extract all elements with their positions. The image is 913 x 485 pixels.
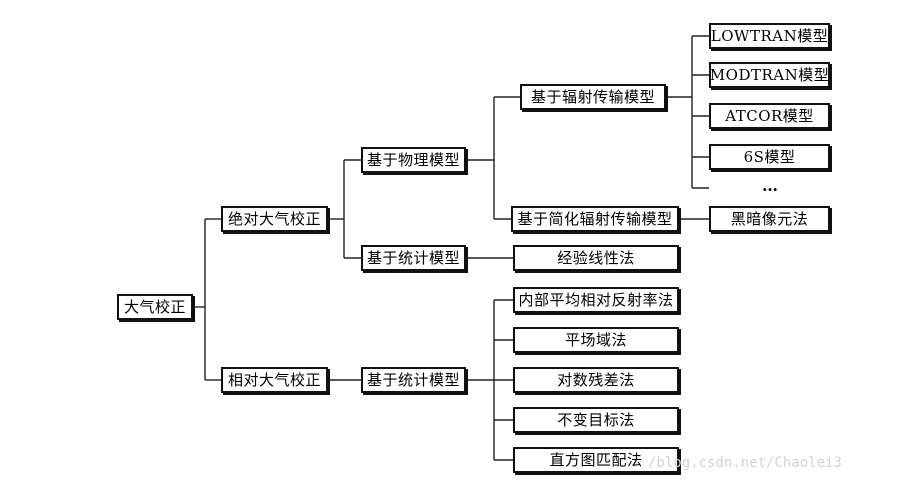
node-iarr: 内部平均相对反射率法: [513, 287, 679, 313]
node-6s: 6S模型: [709, 144, 830, 170]
node-radiative-transfer-model: 基于辐射传输模型: [520, 84, 666, 110]
node-modtran: MODTRAN模型: [709, 62, 830, 88]
node-rel-statistical-model: 基于统计模型: [361, 367, 466, 393]
node-dark-object: 黑暗像元法: [709, 206, 830, 232]
node-abs-statistical-model: 基于统计模型: [361, 245, 466, 271]
node-relative-correction: 相对大气校正: [221, 367, 328, 393]
node-empirical-line: 经验线性法: [513, 245, 679, 271]
node-lowtran: LOWTRAN模型: [709, 23, 830, 49]
node-atcor: ATCOR模型: [709, 103, 830, 129]
node-atmospheric-correction: 大气校正: [117, 294, 193, 320]
node-log-residual: 对数残差法: [513, 367, 679, 393]
node-invariant-target: 不变目标法: [513, 407, 679, 433]
node-histogram-matching: 直方图匹配法: [513, 447, 679, 473]
watermark-text: /blog.csdn.net/Chaolei3: [648, 455, 842, 471]
node-absolute-correction: 绝对大气校正: [221, 206, 328, 232]
node-abs-physical-model: 基于物理模型: [361, 147, 466, 173]
more-ellipsis: …: [762, 176, 778, 195]
node-flat-field: 平场域法: [513, 327, 679, 353]
node-simplified-radiative-transfer: 基于简化辐射传输模型: [511, 206, 679, 232]
